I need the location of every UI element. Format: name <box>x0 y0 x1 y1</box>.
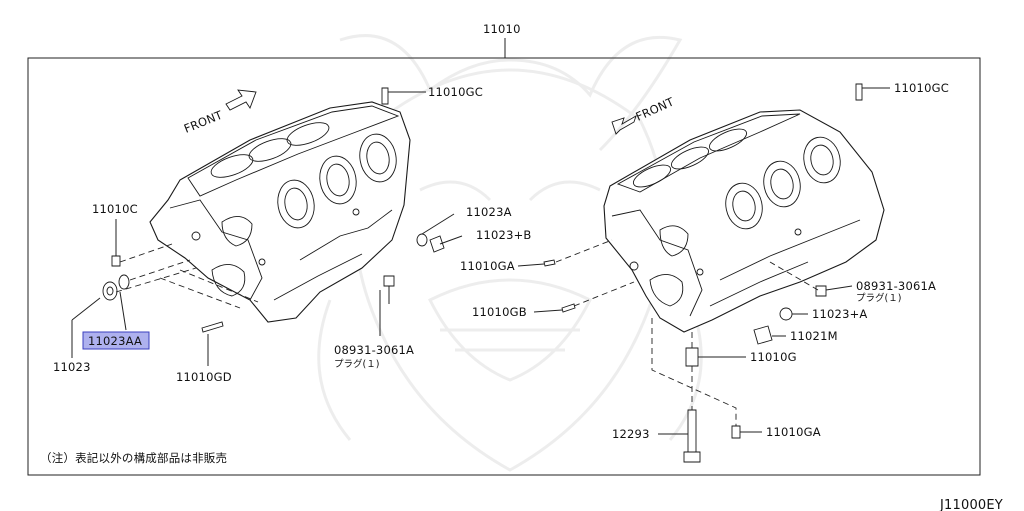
label-right-11010gb: 11010GB <box>472 305 527 319</box>
footnote: （注）表記以外の構成部品は非販売 <box>40 451 227 465</box>
label-left-11010c: 11010C <box>92 202 138 216</box>
top-part-number: 11010 <box>483 22 521 36</box>
label-left-11010gc: 11010GC <box>428 85 483 99</box>
right-callouts: 11010GC 11010GA 11010GB 08931-3061A プラグ(… <box>460 81 949 463</box>
front-arrow-left: FRONT <box>182 89 257 136</box>
label-right-11023a: 11023+A <box>812 307 868 321</box>
diagram-frame <box>27 57 981 476</box>
front-label-left: FRONT <box>182 107 225 135</box>
label-11010gd: 11010GD <box>176 370 232 384</box>
label-left-11023b: 11023+B <box>476 228 532 242</box>
right-engine-block <box>603 109 885 333</box>
front-label-right: FRONT <box>634 94 677 123</box>
left-engine-block <box>149 101 411 323</box>
label-left-11023a: 11023A <box>466 205 512 219</box>
label-right-11021m: 11021M <box>790 329 838 343</box>
label-right-12293: 12293 <box>612 427 650 441</box>
label-11023aa[interactable]: 11023AA <box>88 334 142 348</box>
label-left-plug-sub: プラグ(１) <box>334 358 379 370</box>
figure-code: J11000EY <box>939 498 1003 511</box>
highlighted-part-box[interactable] <box>82 331 150 350</box>
label-right-11010g: 11010G <box>750 350 797 364</box>
label-right-11010ga-lower: 11010GA <box>766 425 821 439</box>
label-right-plug-sub: プラグ(１) <box>856 292 901 304</box>
label-11023: 11023 <box>53 360 91 374</box>
left-callouts: 11010GC 11010C 11023 11023AA 11010GD 089… <box>53 85 532 384</box>
label-left-plug-part: 08931-3061A <box>334 343 414 357</box>
label-right-plug-part: 08931-3061A <box>856 279 936 293</box>
label-right-11010ga: 11010GA <box>460 259 515 273</box>
label-right-11010gc: 11010GC <box>894 81 949 95</box>
watermark-emblem-icon <box>317 34 703 472</box>
